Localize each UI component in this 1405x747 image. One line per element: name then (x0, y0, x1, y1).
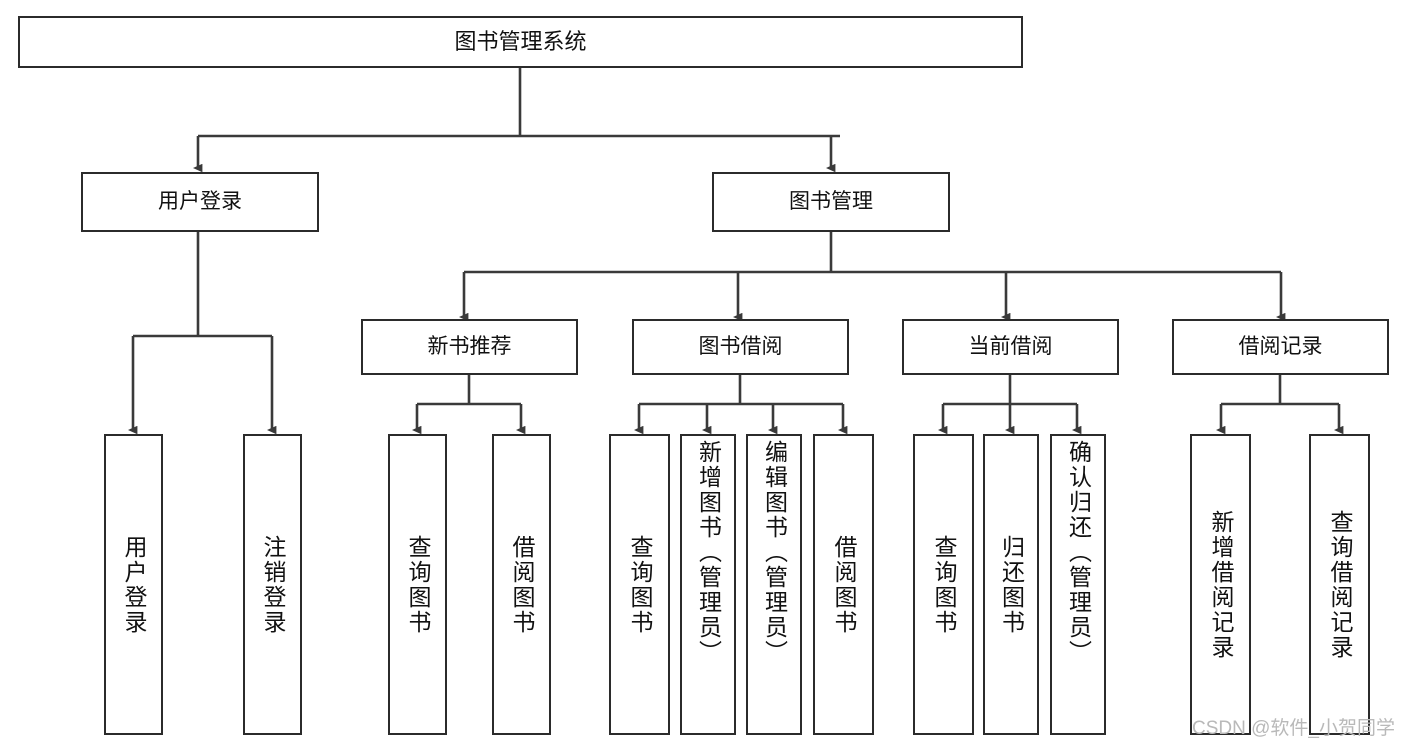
leaf-confirm-return-label: 确认归还（管理员） (1065, 440, 1092, 665)
node-book-manage[interactable]: 图书管理 (712, 172, 950, 232)
node-borrow-record-label: 借阅记录 (1238, 334, 1323, 358)
leaf-query-book-1[interactable]: 查询图书 (388, 434, 447, 735)
leaf-logout[interactable]: 注销登录 (243, 434, 302, 735)
csdn-watermark: CSDN @软件_小贺同学 (1192, 718, 1395, 739)
leaf-logout-label: 注销登录 (260, 534, 286, 635)
node-book-borrow[interactable]: 图书借阅 (632, 319, 849, 375)
leaf-add-record-label: 新增借阅记录 (1208, 509, 1234, 660)
leaf-query-record[interactable]: 查询借阅记录 (1309, 434, 1370, 735)
leaf-confirm-return[interactable]: 确认归还（管理员） (1050, 434, 1106, 735)
leaf-borrow-book-2-label: 借阅图书 (831, 534, 857, 635)
leaf-add-book-label: 新增图书（管理员） (695, 440, 722, 665)
leaf-return-book[interactable]: 归还图书 (983, 434, 1039, 735)
leaf-query-book-2-label: 查询图书 (627, 534, 653, 635)
leaf-query-book-3[interactable]: 查询图书 (913, 434, 974, 735)
node-book-manage-label: 图书管理 (789, 189, 873, 213)
leaf-add-record[interactable]: 新增借阅记录 (1190, 434, 1251, 735)
node-new-book-rec[interactable]: 新书推荐 (361, 319, 578, 375)
node-current-borrow[interactable]: 当前借阅 (902, 319, 1119, 375)
leaf-query-record-label: 查询借阅记录 (1327, 509, 1353, 660)
leaf-edit-book[interactable]: 编辑图书（管理员） (746, 434, 802, 735)
leaf-user-login-label: 用户登录 (121, 534, 147, 635)
node-current-borrow-label: 当前借阅 (968, 334, 1053, 358)
leaf-add-book[interactable]: 新增图书（管理员） (680, 434, 736, 735)
node-root[interactable]: 图书管理系统 (18, 16, 1023, 68)
node-book-borrow-label: 图书借阅 (698, 334, 783, 358)
leaf-borrow-book-2[interactable]: 借阅图书 (813, 434, 874, 735)
node-root-label: 图书管理系统 (454, 29, 587, 55)
leaf-user-login[interactable]: 用户登录 (104, 434, 163, 735)
node-user-login[interactable]: 用户登录 (81, 172, 319, 232)
node-borrow-record[interactable]: 借阅记录 (1172, 319, 1389, 375)
leaf-query-book-3-label: 查询图书 (931, 534, 957, 635)
leaf-return-book-label: 归还图书 (998, 534, 1025, 635)
leaf-query-book-2[interactable]: 查询图书 (609, 434, 670, 735)
leaf-query-book-1-label: 查询图书 (405, 534, 431, 635)
node-user-login-label: 用户登录 (158, 189, 242, 213)
leaf-borrow-book-1[interactable]: 借阅图书 (492, 434, 551, 735)
leaf-borrow-book-1-label: 借阅图书 (509, 534, 535, 635)
leaf-edit-book-label: 编辑图书（管理员） (761, 440, 788, 665)
node-new-book-rec-label: 新书推荐 (427, 334, 512, 358)
